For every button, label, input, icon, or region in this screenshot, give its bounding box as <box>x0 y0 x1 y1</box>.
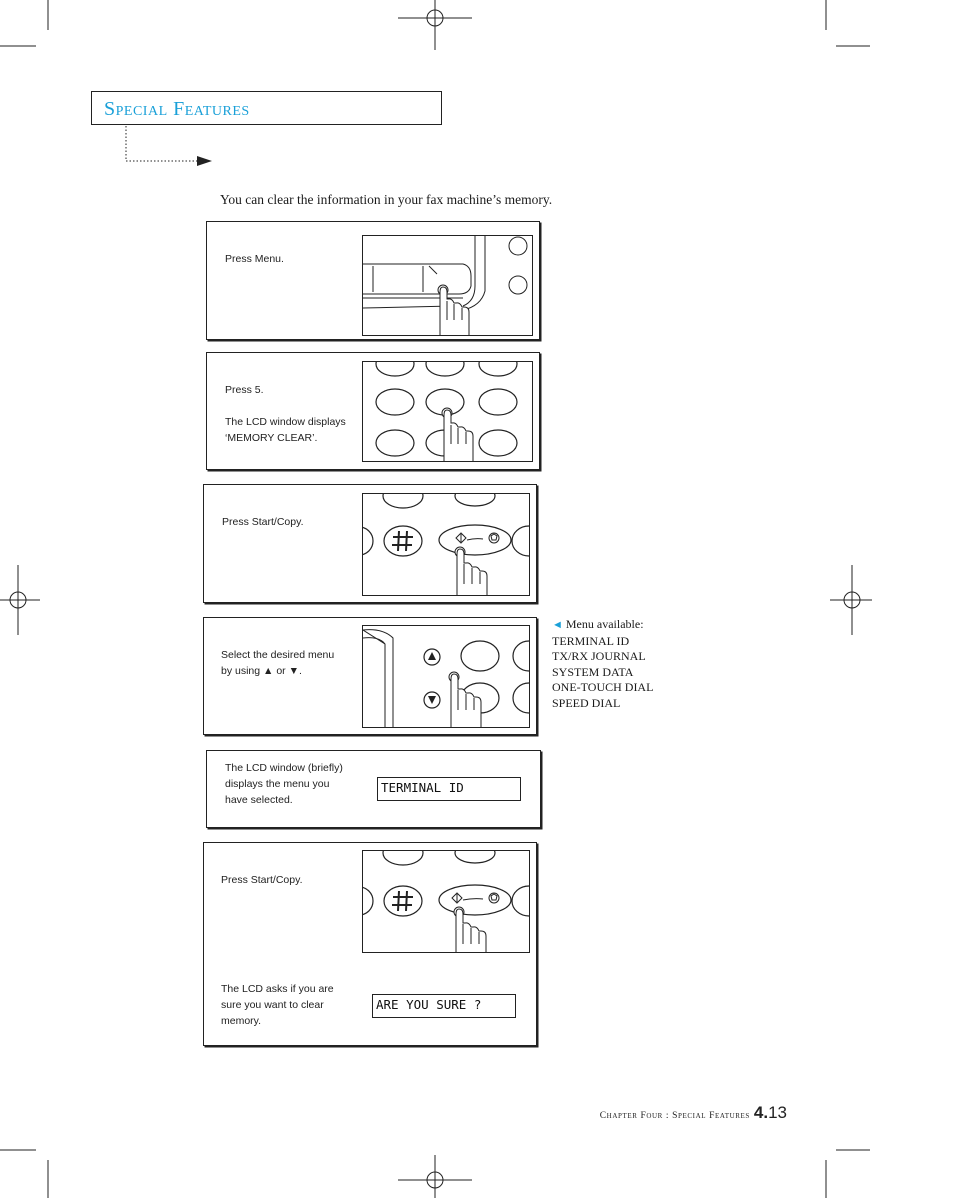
hash-key-icon <box>392 890 413 912</box>
arrow-up-icon <box>428 652 436 660</box>
page-title: Special Features <box>104 98 250 120</box>
menu-available-note: ◄ Menu available: TERMINAL ID TX/RX JOUR… <box>552 617 653 711</box>
step-5-text: The LCD window (briefly) displays the me… <box>225 762 343 806</box>
lcd-display-are-you-sure: ARE YOU SURE ? <box>372 994 516 1018</box>
start-stop-icon <box>451 892 500 904</box>
header-dotted-arrow <box>125 126 212 166</box>
menu-button-illustration <box>362 235 533 336</box>
menu-available-heading: Menu available: <box>565 617 644 631</box>
arrow-down-icon <box>428 696 436 704</box>
lcd-display-terminal-id: TERMINAL ID <box>377 777 521 801</box>
start-copy-illustration-2 <box>362 850 530 953</box>
pointing-hand-icon <box>437 284 470 335</box>
step-panel-5 <box>206 750 541 828</box>
keypad-illustration <box>362 361 533 462</box>
intro-text: You can clear the information in your fa… <box>220 192 553 207</box>
footer-chapter: Chapter Four : Special Features <box>599 1111 750 1121</box>
pointing-hand-icon <box>448 671 482 727</box>
step-6-text: Press Start/Copy. <box>221 874 303 886</box>
menu-option: SPEED DIAL <box>552 695 621 710</box>
step-3-text: Press Start/Copy. <box>222 516 304 528</box>
pointing-hand-icon <box>453 906 487 952</box>
menu-option: SYSTEM DATA <box>552 664 634 679</box>
pointing-hand-icon <box>454 546 488 595</box>
navigation-keys-illustration <box>362 625 530 728</box>
page-number-prefix: 4. <box>753 1103 769 1122</box>
hash-key-icon <box>392 530 413 552</box>
step-2-text: Press 5. The LCD window displays ‘MEMORY… <box>225 384 346 444</box>
left-arrow-icon: ◄ <box>552 619 563 631</box>
menu-option: ONE-TOUCH DIAL <box>552 680 654 694</box>
start-copy-illustration-1 <box>362 493 530 596</box>
page-number-value: 13 <box>768 1103 787 1122</box>
menu-option: TX/RX JOURNAL <box>552 649 646 663</box>
pointing-hand-icon <box>441 407 474 461</box>
menu-option: TERMINAL ID <box>552 633 630 648</box>
start-stop-icon <box>455 532 500 544</box>
header-box <box>91 91 442 125</box>
step-4-text: Select the desired menu by using ▲ or ▼. <box>221 649 335 677</box>
step-1-text: Press Menu. <box>225 253 284 265</box>
step-6-confirm-text: The LCD asks if you are sure you want to… <box>221 983 334 1027</box>
page-footer: Chapter Four : Special Features 4.13 <box>600 1103 787 1123</box>
page-number: 4.13 <box>754 1103 787 1122</box>
